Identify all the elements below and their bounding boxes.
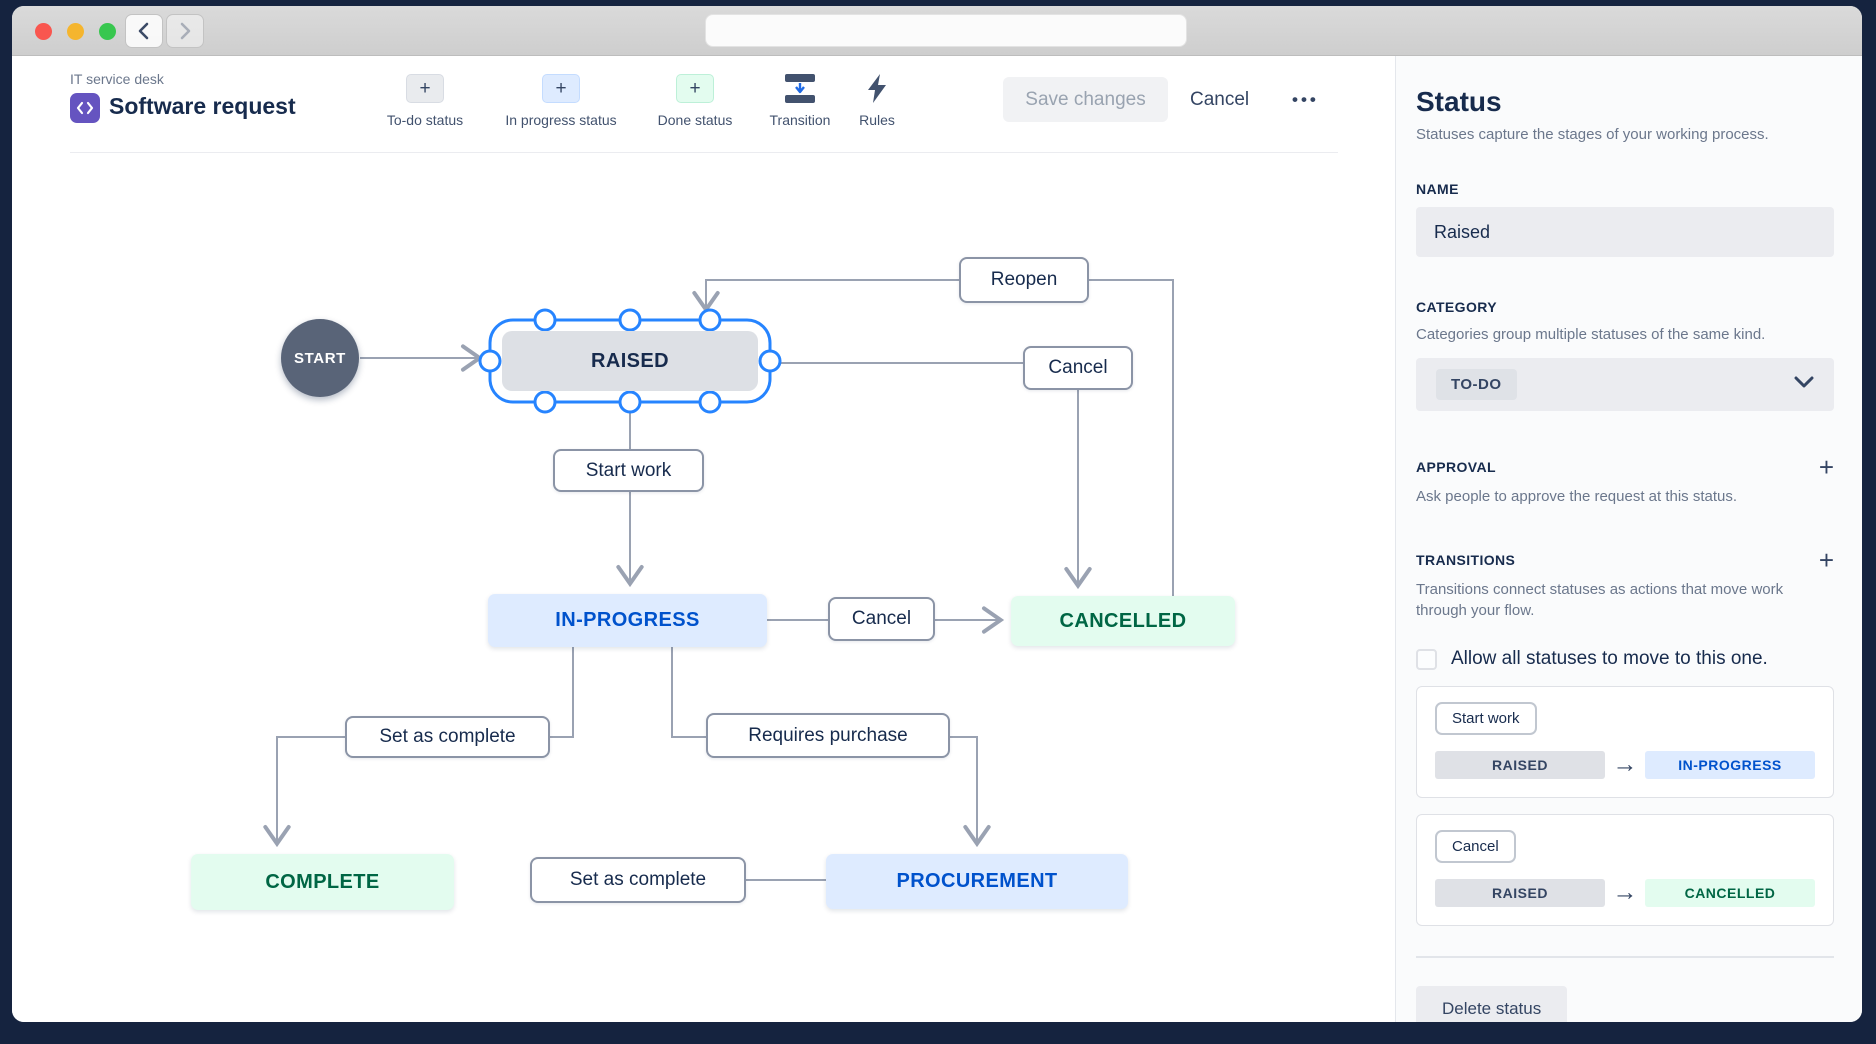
plus-icon: + [542,74,580,103]
editor-toolbar: IT service desk Software request + To-do… [12,56,1395,153]
connector-reopen-raised[interactable] [692,279,959,314]
node-cancelled[interactable]: CANCELLED [1011,596,1235,646]
page-title: Software request [109,93,296,119]
connector-inprogress-requirespurchase[interactable] [671,647,706,738]
transition-card-start-work[interactable]: Start work RAISED → IN-PROGRESS [1416,686,1834,798]
address-bar[interactable] [705,14,1187,47]
handle-top-right[interactable] [698,308,722,332]
transition-label-requires-purchase[interactable]: Requires purchase [706,713,950,758]
add-approval-button[interactable]: + [1818,451,1834,482]
transition-label-start-work[interactable]: Start work [553,449,704,492]
arrow-right-icon: → [1612,750,1638,778]
transition-label-cancel-top[interactable]: Cancel [1023,346,1133,390]
category-value-badge: TO-DO [1436,368,1517,400]
transitions-label: TRANSITIONS [1416,551,1516,568]
save-changes-button[interactable]: Save changes [1003,77,1168,122]
handle-left[interactable] [478,349,502,373]
add-todo-status-button[interactable]: + To-do status [350,74,500,128]
lightning-icon [860,74,894,103]
category-dropdown[interactable]: TO-DO [1416,357,1834,411]
panel-title: Status [1416,86,1502,117]
connector-requirespurchase-procurement[interactable] [950,736,991,848]
allow-all-statuses-checkbox[interactable] [1416,648,1437,670]
toolbar-divider [70,152,1338,153]
app-window: IT service desk Software request + To-do… [12,6,1862,1022]
forward-button[interactable] [166,14,204,48]
back-button[interactable] [125,14,163,48]
breadcrumb[interactable]: IT service desk [70,71,164,87]
handle-top-left[interactable] [533,308,557,332]
name-label: NAME [1416,181,1459,197]
handle-right[interactable] [758,349,782,373]
handle-bottom-right[interactable] [698,390,722,414]
code-icon [70,93,100,123]
minimize-window-icon[interactable] [67,23,84,40]
node-raised[interactable]: RAISED [502,331,758,391]
status-name-input[interactable] [1416,207,1834,257]
category-label: CATEGORY [1416,299,1497,315]
connector-cancelled-reopen[interactable] [1089,279,1174,596]
chevron-left-icon [138,22,149,40]
close-window-icon[interactable] [35,23,52,40]
category-description: Categories group multiple statuses of th… [1416,326,1766,343]
workflow-canvas[interactable]: START RAISED Reopen Cancel Start work IN… [12,153,1395,1022]
to-status-badge: CANCELLED [1645,878,1815,907]
handle-top-center[interactable] [618,308,642,332]
add-transition-button[interactable]: Transition [725,74,875,128]
zoom-window-icon[interactable] [99,23,116,40]
allow-all-statuses-label: Allow all statuses to move to this one. [1451,648,1768,669]
chevron-right-icon [180,22,191,40]
node-complete[interactable]: COMPLETE [191,854,454,910]
connector-inprogress-setcomplete[interactable] [550,647,574,738]
transitions-description: Transitions connect statuses as actions … [1416,580,1784,620]
plus-icon: + [676,74,714,103]
approval-description: Ask people to approve the request at thi… [1416,487,1738,505]
transition-icon [783,74,817,103]
from-status-badge: RAISED [1435,878,1605,907]
handle-bottom-left[interactable] [533,390,557,414]
node-procurement[interactable]: PROCUREMENT [826,854,1128,909]
transition-label-cancel-mid[interactable]: Cancel [828,597,935,641]
add-done-status-button[interactable]: + Done status [620,74,770,128]
status-panel: Status Statuses capture the stages of yo… [1395,56,1862,1022]
rules-button[interactable]: Rules [802,74,952,128]
transition-label-set-complete-2[interactable]: Set as complete [530,857,746,903]
transition-name-chip[interactable]: Start work [1435,702,1537,735]
transition-name-chip[interactable]: Cancel [1435,830,1516,863]
panel-subtitle: Statuses capture the stages of your work… [1416,126,1769,143]
add-transition-panel-button[interactable]: + [1818,544,1834,575]
node-start[interactable]: START [281,319,359,397]
transition-label-set-complete-1[interactable]: Set as complete [345,716,550,758]
more-menu-button[interactable]: ••• [1292,89,1319,109]
chevron-down-icon [1794,375,1814,393]
transition-card-cancel[interactable]: Cancel RAISED → CANCELLED [1416,814,1834,926]
transition-label-reopen[interactable]: Reopen [959,257,1089,303]
cancel-button[interactable]: Cancel [1190,88,1250,110]
title-bar [12,6,1862,56]
connector-setcomplete-complete[interactable] [263,736,345,848]
add-inprogress-status-button[interactable]: + In progress status [486,74,636,128]
node-in-progress[interactable]: IN-PROGRESS [488,594,767,647]
selection-handles[interactable] [478,308,782,414]
delete-status-button[interactable]: Delete status [1416,986,1568,1022]
arrow-right-icon: → [1612,878,1638,906]
to-status-badge: IN-PROGRESS [1645,750,1815,779]
handle-bottom-center[interactable] [618,390,642,414]
approval-label: APPROVAL [1416,458,1496,475]
from-status-badge: RAISED [1435,750,1605,779]
plus-icon: + [406,74,444,103]
panel-divider [1416,956,1834,958]
